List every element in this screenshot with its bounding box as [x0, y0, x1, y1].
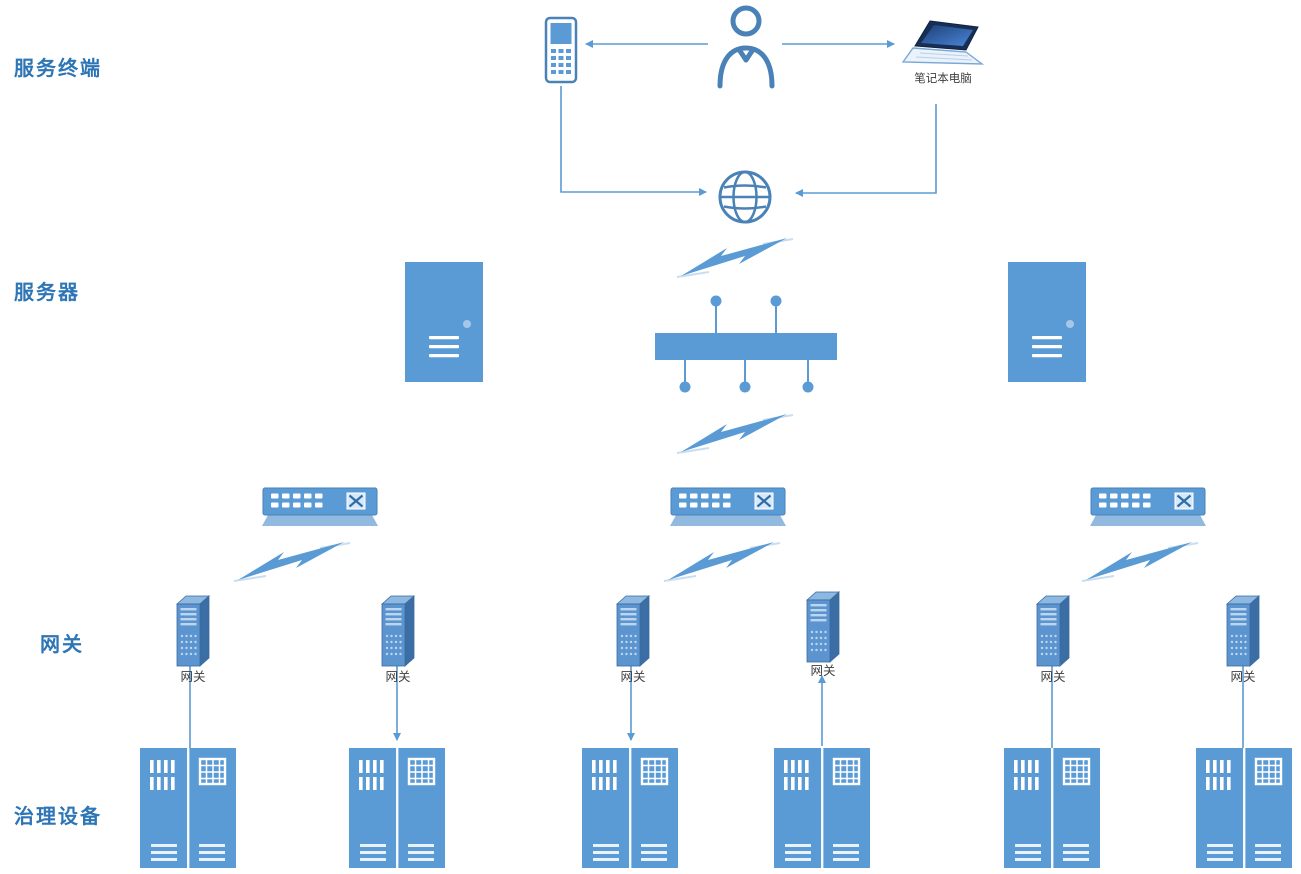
switch-icon	[1088, 486, 1208, 530]
cabinet-icon	[774, 748, 870, 868]
gateway-label: 网关	[810, 664, 836, 678]
row-label-terminals: 服务终端	[14, 58, 102, 80]
cabinet-icon	[349, 748, 445, 868]
gateway-tower-icon	[378, 592, 418, 668]
row-label-gateways: 网关	[40, 634, 84, 656]
gateway-label: 网关	[620, 670, 646, 684]
row-label-servers: 服务器	[14, 282, 80, 304]
mobile-phone-icon	[544, 16, 578, 84]
lightning-bolt-icon	[675, 412, 795, 458]
row-label-governance: 治理设备	[14, 806, 102, 828]
server-tower-icon	[405, 262, 483, 382]
server-tower-icon	[1008, 262, 1086, 382]
switch-icon	[668, 486, 788, 530]
laptop-icon	[902, 20, 984, 70]
lightning-bolt-icon	[662, 540, 782, 586]
gateway-tower-icon	[1033, 592, 1073, 668]
gateway-tower-icon	[1223, 592, 1263, 668]
lightning-bolt-icon	[675, 236, 795, 282]
switch-icon	[260, 486, 380, 530]
globe-icon	[717, 169, 773, 225]
lightning-bolt-icon	[232, 540, 352, 586]
gateway-tower-icon	[613, 592, 653, 668]
laptop-label: 笔记本电脑	[914, 73, 972, 85]
cabinet-icon	[1196, 748, 1292, 868]
gateway-label: 网关	[385, 670, 411, 684]
gateway-label: 网关	[180, 670, 206, 684]
hub-icon	[648, 288, 844, 400]
person-icon	[712, 4, 780, 90]
cabinet-icon	[1004, 748, 1100, 868]
gateway-tower-icon	[803, 588, 843, 664]
gateway-label: 网关	[1230, 670, 1256, 684]
gateway-label: 网关	[1040, 670, 1066, 684]
gateway-tower-icon	[173, 592, 213, 668]
cabinet-icon	[582, 748, 678, 868]
lightning-bolt-icon	[1080, 540, 1200, 586]
cabinet-icon	[140, 748, 236, 868]
